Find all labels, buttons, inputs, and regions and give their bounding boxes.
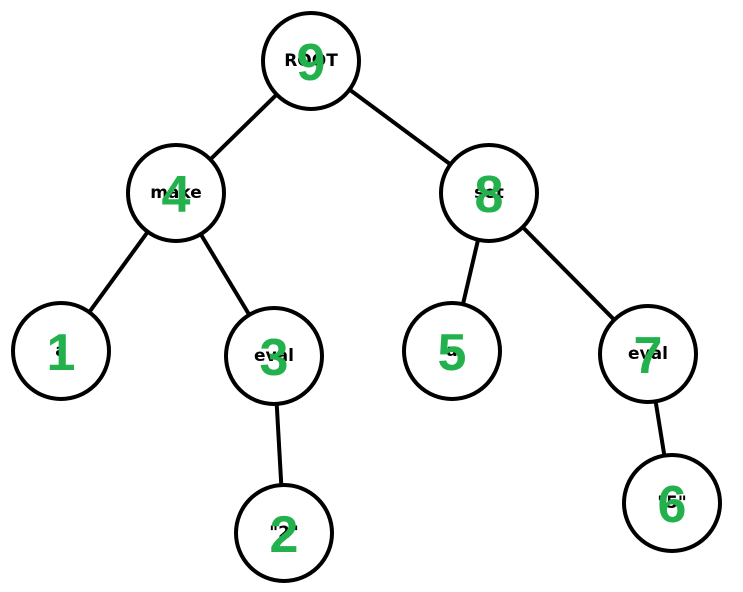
node-circle (598, 304, 698, 404)
node-circle (11, 301, 111, 401)
node-label: a (55, 341, 66, 361)
node-circle (224, 306, 324, 406)
node-circle (261, 11, 361, 111)
tree-node-str2: "2"2 (234, 483, 334, 583)
node-label: eval (628, 344, 668, 364)
tree-node-a2: a5 (402, 301, 502, 401)
node-label: a (446, 341, 457, 361)
order-number: 9 (297, 34, 326, 92)
node-label: "5" (657, 493, 687, 513)
node-circle (402, 301, 502, 401)
order-number: 7 (634, 327, 663, 385)
order-number: 8 (475, 166, 504, 224)
node-label: make (150, 183, 202, 203)
node-label: set (474, 183, 504, 203)
order-number: 4 (162, 166, 191, 224)
node-label: "2" (269, 523, 299, 543)
node-label: eval (254, 346, 294, 366)
tree-node-str5: "5"6 (622, 453, 722, 553)
order-number: 5 (438, 324, 467, 382)
order-number: 3 (260, 329, 289, 387)
node-circle (234, 483, 334, 583)
edges-layer (59, 59, 674, 535)
node-circle (126, 143, 226, 243)
node-circle (439, 143, 539, 243)
order-number: 2 (270, 506, 299, 564)
node-circle (622, 453, 722, 553)
tree-node-a1: a1 (11, 301, 111, 401)
order-number: 6 (658, 476, 687, 534)
order-number: 1 (47, 324, 76, 382)
node-label: ROOT (284, 51, 338, 71)
